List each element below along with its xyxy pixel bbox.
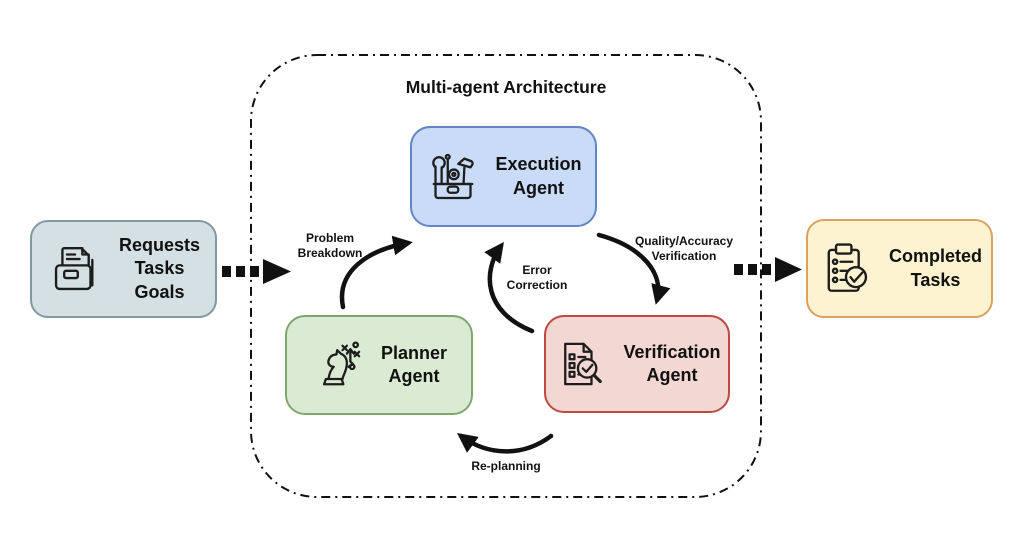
error-correction-label: Error Correction <box>506 263 568 292</box>
arrow-error-correction <box>484 242 535 334</box>
quality-accuracy-verification-label: Quality/Accuracy Verification <box>634 234 734 263</box>
clipboard-checklist-icon <box>817 240 875 298</box>
arrow-quality-verification <box>596 232 671 305</box>
execution-agent-label: Execution Agent <box>495 154 582 198</box>
arrow-problem-breakdown <box>339 235 413 310</box>
planner-agent-box: Planner Agent <box>285 315 473 415</box>
chess-knight-strategy-icon <box>311 337 367 393</box>
completed-tasks-box: Completed Tasks <box>806 219 993 318</box>
input-box-label: Requests Tasks Goals <box>118 235 201 302</box>
multi-agent-container-border <box>250 54 762 498</box>
arrow-replanning <box>457 433 554 454</box>
execution-agent-box: Execution Agent <box>410 126 597 227</box>
folder-documents-icon <box>47 240 105 298</box>
architecture-title: Multi-agent Architecture <box>405 77 607 97</box>
verification-agent-label: Verification Agent <box>623 341 721 385</box>
requests-tasks-goals-box: Requests Tasks Goals <box>30 220 217 318</box>
replanning-label: Re-planning <box>471 459 541 473</box>
output-box-label: Completed Tasks <box>889 246 983 290</box>
toolbox-icon <box>425 149 481 205</box>
verification-agent-box: Verification Agent <box>544 315 730 413</box>
flow-arrow-input <box>222 259 291 284</box>
flow-arrow-output <box>734 257 802 282</box>
problem-breakdown-label: Problem Breakdown <box>297 231 363 260</box>
document-check-magnifier-icon <box>553 336 609 392</box>
planner-agent-label: Planner Agent <box>380 342 448 386</box>
